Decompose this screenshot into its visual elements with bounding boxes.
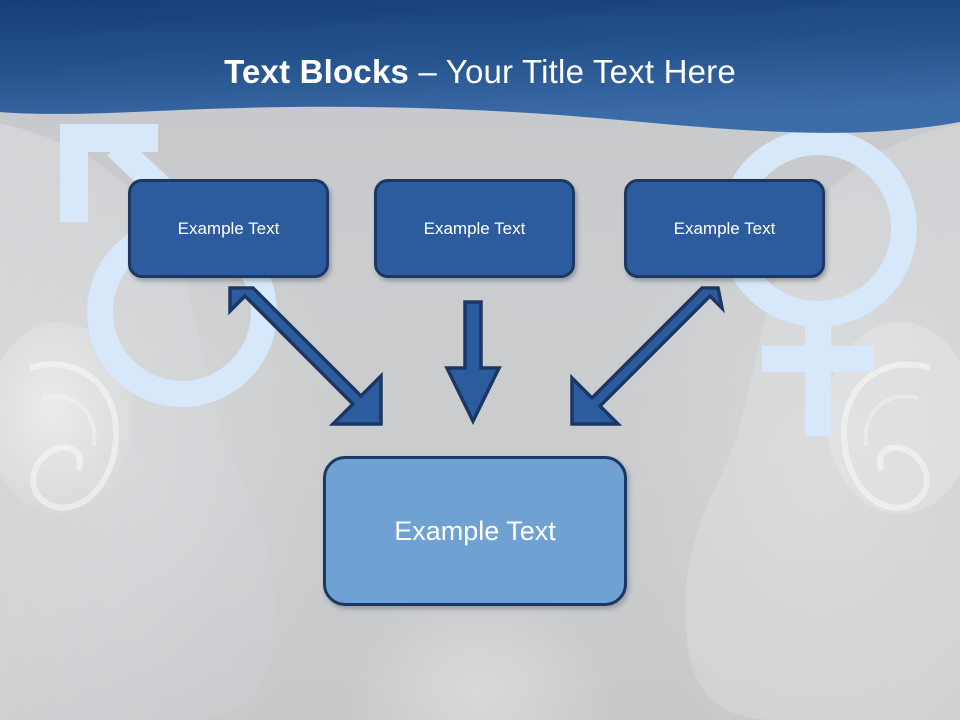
page-title-rest: Your Title Text Here	[445, 53, 736, 90]
header-band	[0, 0, 960, 133]
text-block-3[interactable]: Example Text	[624, 179, 825, 278]
text-block-2[interactable]: Example Text	[374, 179, 575, 278]
text-block-result-label: Example Text	[394, 516, 556, 546]
text-block-result[interactable]: Example Text	[323, 456, 627, 606]
page-title-separator: –	[409, 53, 446, 90]
text-block-2-label: Example Text	[423, 218, 526, 238]
text-block-3-label: Example Text	[673, 218, 776, 238]
text-block-1-label: Example Text	[177, 218, 280, 238]
page-title-bold: Text Blocks	[224, 53, 410, 90]
text-block-1[interactable]: Example Text	[128, 179, 329, 278]
page-title: Text Blocks – Your Title Text Here	[0, 52, 960, 92]
